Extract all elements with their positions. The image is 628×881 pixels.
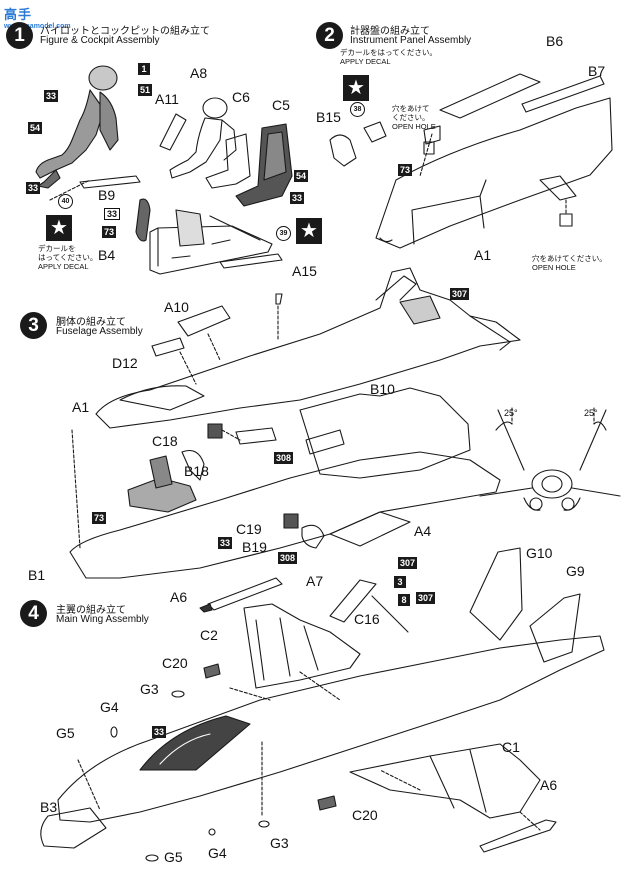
step-1-title-en: Figure & Cockpit Assembly — [40, 35, 160, 46]
part-label: C19 — [236, 521, 262, 537]
paint-tag: 33 — [218, 537, 233, 549]
part-label: B10 — [370, 381, 395, 397]
part-label: G4 — [100, 699, 119, 715]
step-4-number: 4 — [20, 600, 47, 627]
paint-tag: 33 — [104, 208, 121, 220]
decal-number: 38 — [350, 102, 365, 117]
part-label: C20 — [352, 807, 378, 823]
paint-tag: 308 — [274, 452, 294, 464]
decal-star-icon: ★ — [296, 218, 322, 244]
decal-number: 40 — [58, 194, 73, 209]
step-3-number: 3 — [20, 312, 47, 339]
main-wing-assembly — [40, 547, 605, 862]
hole-note-top: 穴をあけて ください。 OPEN HOLE — [392, 104, 436, 131]
part-label: A1 — [72, 399, 90, 415]
paint-tag: 3 — [394, 576, 406, 588]
watermark: 高手 www.aaamodel.com — [4, 7, 71, 30]
part-label: A10 — [164, 299, 189, 315]
part-label: A15 — [292, 263, 317, 279]
paint-tag: 33 — [44, 90, 59, 102]
step-2-number: 2 — [316, 22, 343, 49]
cockpit-tub — [135, 198, 273, 275]
part-label: G4 — [208, 845, 227, 861]
fuselage-assembly — [69, 267, 521, 579]
part-label: A6 — [540, 777, 558, 793]
paint-tag: 1 — [138, 63, 150, 75]
step-3-title-en: Fuselage Assembly — [56, 326, 143, 337]
paint-tag: 73 — [398, 164, 413, 176]
step-4-title-en: Main Wing Assembly — [56, 614, 149, 625]
step-3-title-jp: 胴体の組み立て — [56, 317, 126, 328]
part-label: B19 — [242, 539, 267, 555]
part-label: G9 — [566, 563, 585, 579]
part-label: B15 — [316, 109, 341, 125]
paint-tag: 308 — [278, 552, 298, 564]
part-label: C1 — [502, 739, 520, 755]
paint-tag: 33 — [26, 182, 41, 194]
part-label: A11 — [155, 91, 179, 107]
paint-tag: 33 — [290, 192, 305, 204]
step-1-title-jp: パイロットとコックピットの組み立て — [40, 26, 210, 37]
paint-tag: 73 — [92, 512, 107, 524]
part-label: C5 — [272, 97, 290, 113]
paint-tag: 54 — [28, 122, 43, 134]
part-label: C6 — [232, 89, 250, 105]
step-2-title-jp: 計器盤の組み立て — [350, 26, 430, 37]
part-label: G3 — [270, 835, 289, 851]
seated-pilot — [159, 97, 237, 179]
paint-tag: 307 — [416, 592, 436, 604]
part-label: B4 — [98, 247, 116, 263]
part-label: G10 — [526, 545, 553, 561]
ejection-seats — [205, 123, 293, 207]
part-label: C16 — [354, 611, 380, 627]
step-1-number: 1 — [6, 22, 33, 49]
part-label: B6 — [546, 33, 564, 49]
part-label: C20 — [162, 655, 188, 671]
decal-note-top: デカールをはってください。 APPLY DECAL — [340, 48, 437, 66]
angle-left: 25° — [504, 408, 518, 418]
paint-tag: 307 — [450, 288, 470, 300]
part-label: B9 — [98, 187, 116, 203]
instrument-panel-assembly — [329, 73, 613, 249]
step-4-title-jp: 主翼の組み立て — [56, 605, 126, 616]
paint-tag: 8 — [398, 594, 410, 606]
decal-star-icon: ★ — [46, 215, 72, 241]
part-label: B7 — [588, 63, 606, 79]
decal-note-left: デカールを はってください。 APPLY DECAL — [38, 244, 98, 271]
front-view-diagram — [479, 407, 621, 511]
hole-note-right: 穴をあけてください。 OPEN HOLE — [532, 254, 607, 272]
paint-tag: 73 — [102, 226, 117, 238]
step-2-title-en: Instrument Panel Assembly — [350, 35, 472, 46]
part-label: C18 — [152, 433, 178, 449]
part-label: A7 — [306, 573, 324, 589]
part-label: G5 — [164, 849, 183, 865]
angle-right: 25° — [584, 408, 598, 418]
part-label: G3 — [140, 681, 159, 697]
part-label: B1 — [28, 567, 46, 583]
part-label: B3 — [40, 799, 58, 815]
part-label: A6 — [170, 589, 188, 605]
part-label: A8 — [190, 65, 208, 81]
step1-rods — [49, 175, 283, 269]
pilot-figure — [35, 65, 119, 189]
part-label: G5 — [56, 725, 75, 741]
part-label: A4 — [414, 523, 432, 539]
paint-tag: 51 — [138, 84, 153, 96]
part-label: B18 — [184, 463, 209, 479]
decal-number: 39 — [276, 226, 291, 241]
part-label: D12 — [112, 355, 138, 371]
decal-star-icon: ★ — [343, 75, 369, 101]
paint-tag: 54 — [294, 170, 309, 182]
paint-tag: 33 — [152, 726, 167, 738]
part-label: C2 — [200, 627, 218, 643]
part-label: A1 — [474, 247, 492, 263]
paint-tag: 307 — [398, 557, 418, 569]
